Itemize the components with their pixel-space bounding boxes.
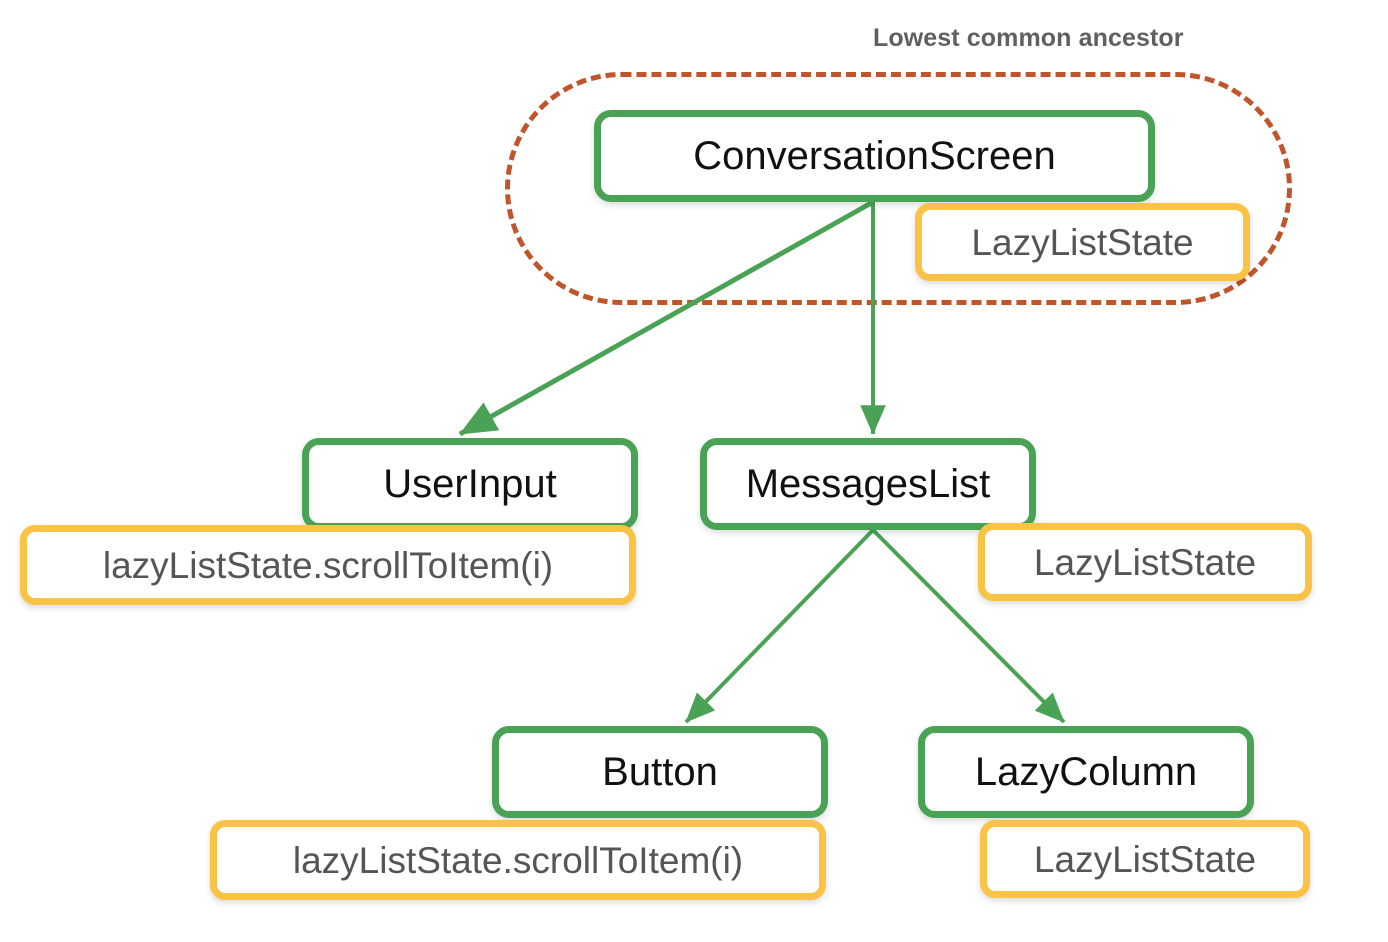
badge-messages-list-state-label: LazyListState: [1033, 541, 1257, 583]
badge-user-input-call[interactable]: lazyListState.scrollToItem(i): [20, 525, 636, 605]
edge-messages-list-to-button: [684, 528, 875, 724]
badge-lazy-column-state[interactable]: LazyListState: [980, 820, 1310, 898]
node-conversation-screen[interactable]: ConversationScreen: [594, 110, 1155, 202]
badge-button-call-label: lazyListState.scrollToItem(i): [292, 839, 744, 881]
lowest-common-ancestor-outline: [505, 72, 1292, 305]
node-messages-list-label: MessagesList: [745, 462, 991, 506]
node-button[interactable]: Button: [492, 726, 828, 818]
badge-lazy-column-state-label: LazyListState: [1033, 838, 1257, 880]
badge-conversation-screen-state[interactable]: LazyListState: [915, 203, 1250, 281]
node-messages-list[interactable]: MessagesList: [700, 438, 1036, 530]
node-user-input[interactable]: UserInput: [302, 438, 638, 530]
lowest-common-ancestor-label: Lowest common ancestor: [873, 24, 1184, 52]
node-button-label: Button: [602, 750, 718, 794]
badge-user-input-call-label: lazyListState.scrollToItem(i): [102, 544, 554, 586]
node-conversation-screen-label: ConversationScreen: [693, 134, 1056, 178]
node-lazy-column-label: LazyColumn: [974, 750, 1198, 794]
badge-button-call[interactable]: lazyListState.scrollToItem(i): [210, 820, 826, 900]
node-lazy-column[interactable]: LazyColumn: [918, 726, 1254, 818]
badge-conversation-screen-state-label: LazyListState: [971, 221, 1194, 263]
badge-messages-list-state[interactable]: LazyListState: [978, 523, 1312, 601]
node-user-input-label: UserInput: [383, 462, 557, 506]
